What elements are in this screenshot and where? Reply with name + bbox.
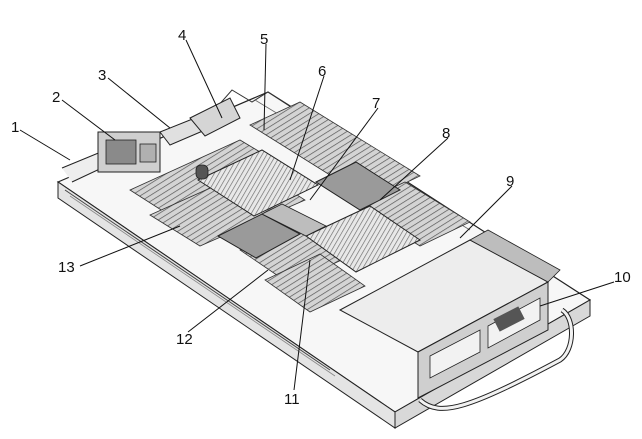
callout-9: 9: [506, 173, 514, 190]
callout-11: 11: [284, 391, 300, 408]
callout-13: 13: [58, 259, 75, 276]
callout-5: 5: [260, 31, 268, 48]
callout-1: 1: [11, 119, 19, 136]
callout-12: 12: [176, 331, 193, 348]
callout-4: 4: [178, 27, 186, 44]
callout-8: 8: [442, 125, 450, 142]
callout-6: 6: [318, 63, 326, 80]
callout-2: 2: [52, 89, 60, 106]
callout-10: 10: [614, 269, 631, 286]
callout-7: 7: [372, 95, 380, 112]
callout-3: 3: [98, 67, 106, 84]
